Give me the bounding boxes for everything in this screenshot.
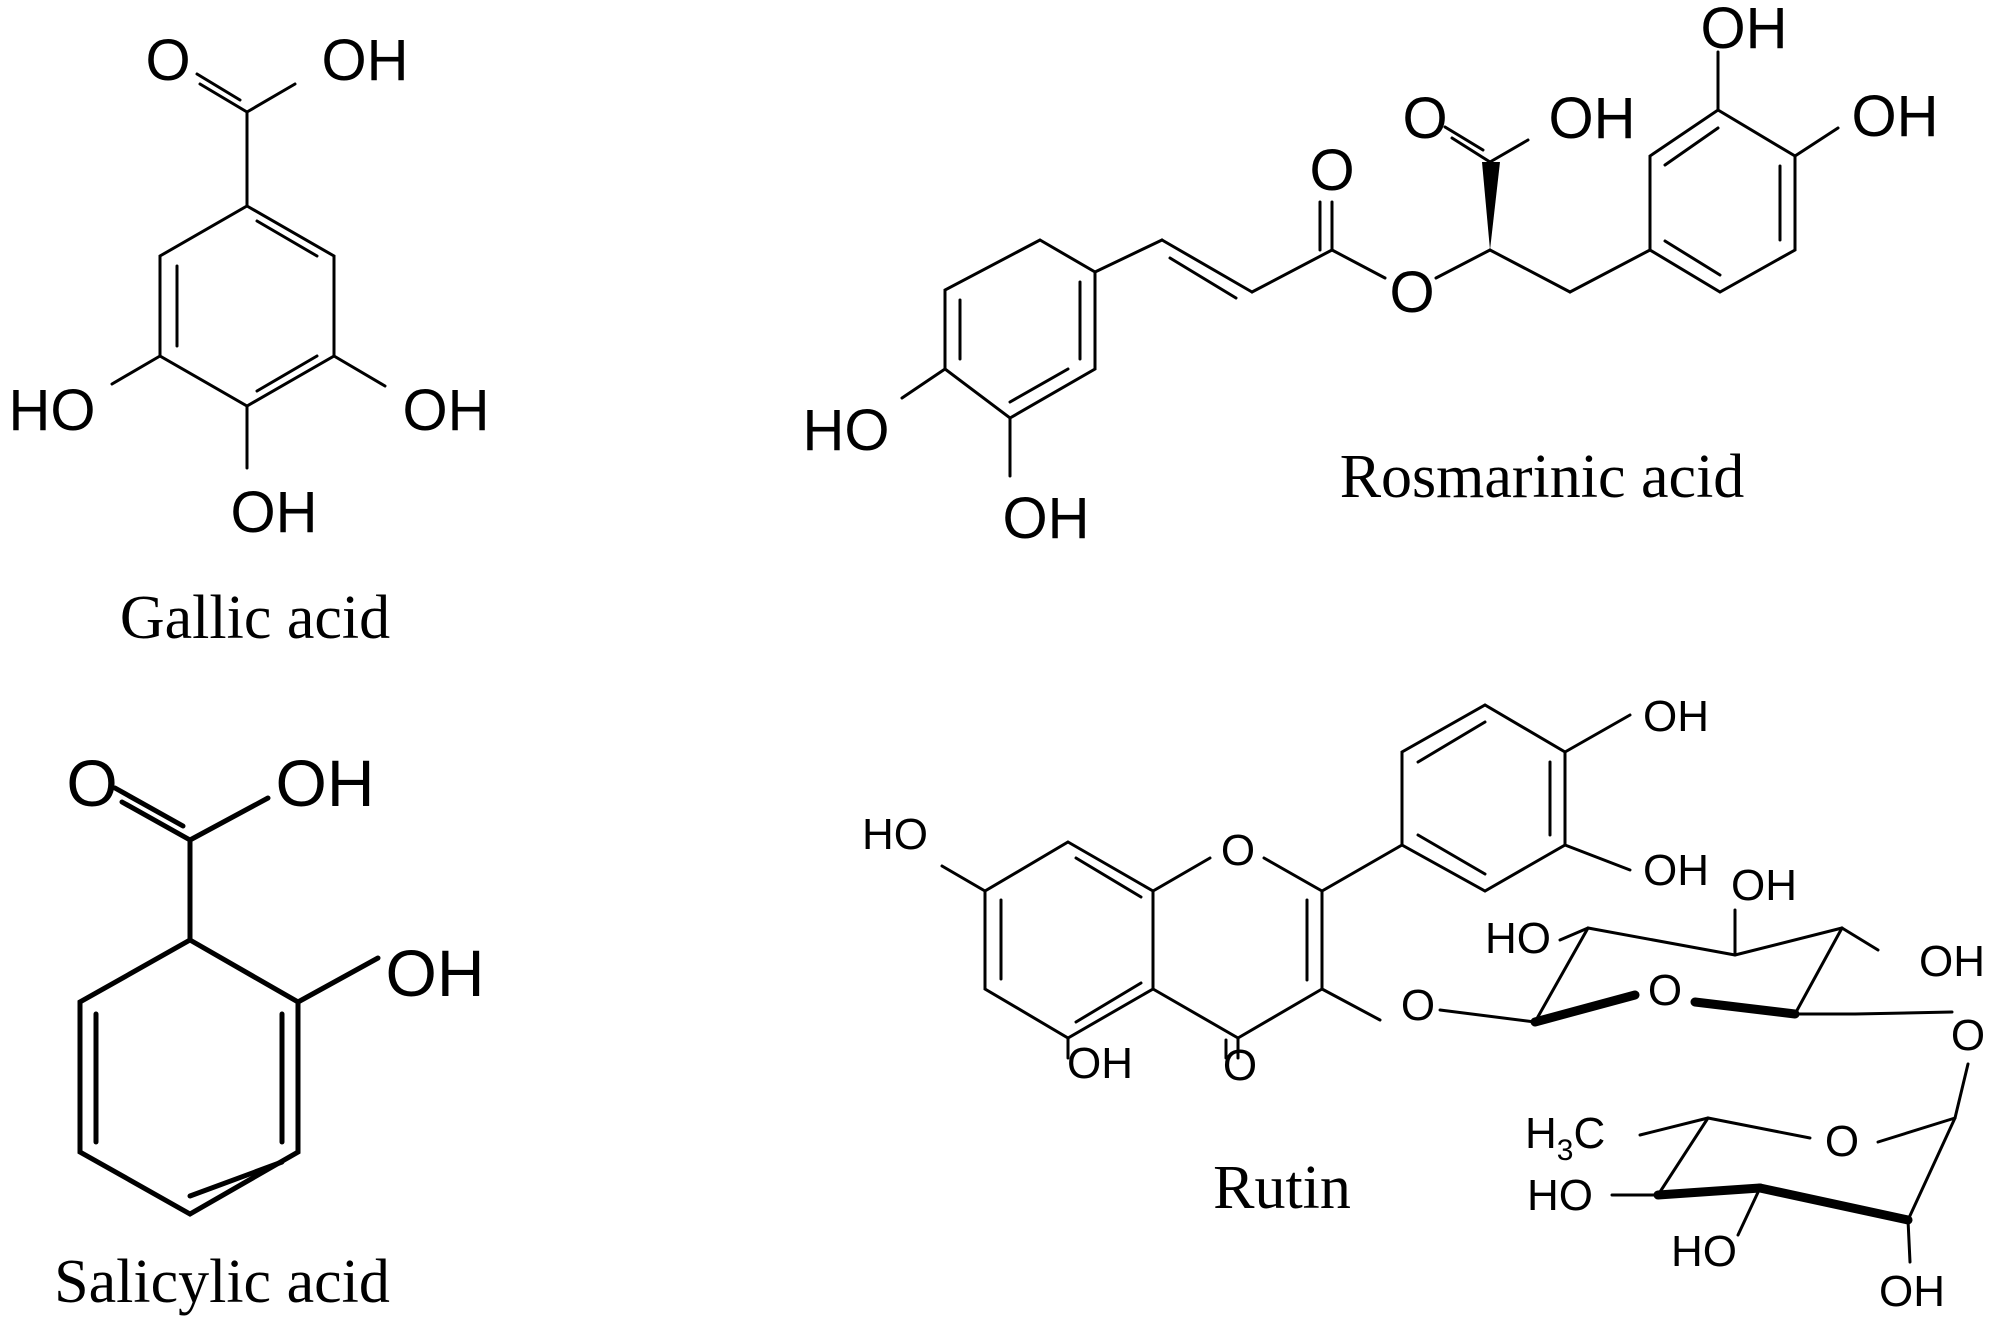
rosmarinic-ho-ring1-label: HO xyxy=(803,398,890,463)
rosmarinic-o-acid-label: O xyxy=(1402,86,1447,151)
rutin-ho-a7-label: HO xyxy=(862,810,928,859)
salicylic-acid-name: Salicylic acid xyxy=(54,1248,390,1316)
rutin-ho-rha-left-label: HO xyxy=(1527,1171,1593,1220)
rutin-h3c-label: H3C xyxy=(1525,1109,1605,1167)
rosmarinic-acid-structure: O O OH O OH OH HO OH Rosmarinic acid xyxy=(803,0,1939,551)
rutin-o-ring-label: O xyxy=(1221,826,1255,875)
gallic-acid-name: Gallic acid xyxy=(120,584,390,652)
gallic-oh-acid-label: OH xyxy=(322,28,409,93)
salicylic-o-label: O xyxy=(66,746,117,820)
rutin-o-glc-ring-label: O xyxy=(1648,966,1682,1015)
gallic-o-label: O xyxy=(145,28,190,93)
gallic-oh-bottom-label: OH xyxy=(231,480,318,545)
rutin-oh-glc-right-label: OH xyxy=(1919,937,1985,986)
gallic-acid-structure: O OH HO OH OH Gallic acid xyxy=(9,28,490,652)
rutin-oh-b3-label: OH xyxy=(1643,846,1709,895)
rutin-structure: HO O OH OH OH O O HO OH OH O O H3C O HO … xyxy=(862,692,1985,1316)
rosmarinic-oh-ring2-top-label: OH xyxy=(1701,0,1788,61)
rutin-oh-rha-bottom-label: OH xyxy=(1879,1267,1945,1316)
rutin-oh-glc-top-label: OH xyxy=(1731,861,1797,910)
rosmarinic-o-ester-label: O xyxy=(1389,260,1434,325)
rutin-oh-b4-label: OH xyxy=(1643,692,1709,741)
rosmarinic-acid-name: Rosmarinic acid xyxy=(1340,443,1745,511)
rutin-o-link-label: O xyxy=(1951,1011,1985,1060)
gallic-ho-left-label: HO xyxy=(9,378,96,443)
salicylic-oh-phenol-label: OH xyxy=(386,936,485,1010)
rosmarinic-oh-ring2-right-label: OH xyxy=(1852,84,1939,149)
rutin-o-keto-label: O xyxy=(1223,1041,1257,1090)
gallic-oh-right-label: OH xyxy=(403,378,490,443)
rutin-oh-a5-label: OH xyxy=(1067,1039,1133,1088)
rutin-ho-rha-bottom-label: HO xyxy=(1671,1227,1737,1276)
rosmarinic-o-carbonyl-label: O xyxy=(1309,138,1354,203)
rutin-ho-glc-label: HO xyxy=(1485,914,1551,963)
rutin-name: Rutin xyxy=(1213,1154,1351,1222)
salicylic-oh-acid-label: OH xyxy=(276,746,375,820)
rutin-o-rha-ring-label: O xyxy=(1825,1117,1859,1166)
rutin-o-glyc-label: O xyxy=(1401,981,1435,1030)
rosmarinic-oh-ring1-label: OH xyxy=(1003,486,1090,551)
salicylic-acid-structure: O OH OH Salicylic acid xyxy=(54,746,484,1316)
rosmarinic-oh-acid-label: OH xyxy=(1549,86,1636,151)
